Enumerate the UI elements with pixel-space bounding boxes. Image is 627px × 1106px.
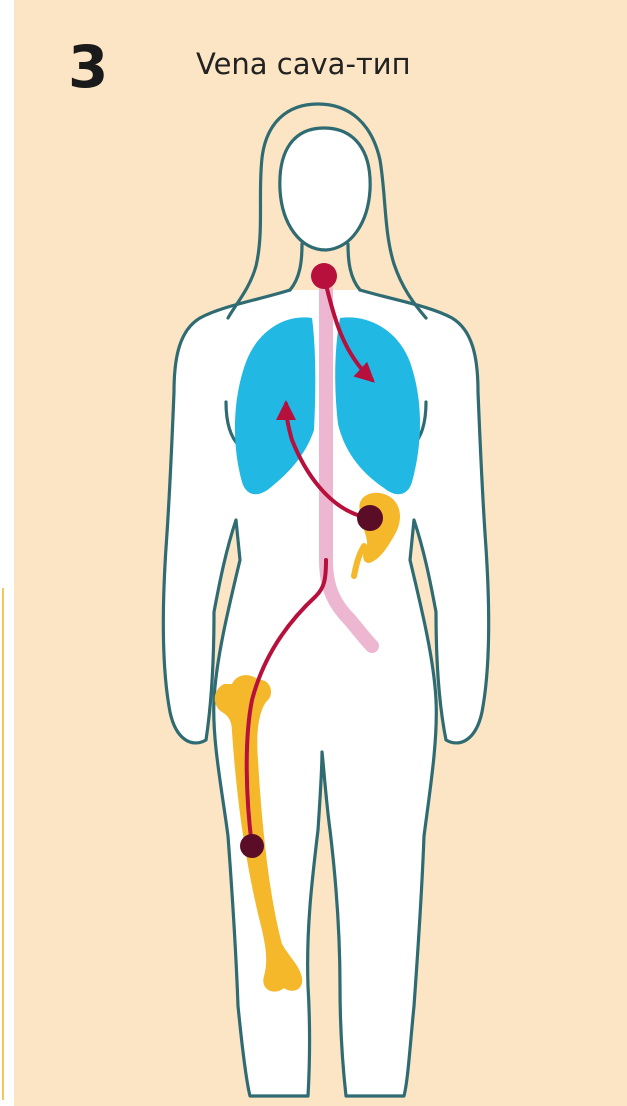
tumor-dot-neck bbox=[311, 263, 337, 289]
diagram-panel: 3 Vena cava-тип bbox=[14, 0, 627, 1106]
figure-title: Vena cava-тип bbox=[196, 50, 411, 79]
tumor-dot-kidney bbox=[357, 505, 383, 531]
left-edge-line bbox=[2, 588, 4, 1100]
face-outline bbox=[280, 128, 370, 250]
tumor-dot-femur bbox=[240, 834, 264, 858]
body-diagram bbox=[14, 0, 627, 1106]
figure-number: 3 bbox=[68, 38, 108, 96]
